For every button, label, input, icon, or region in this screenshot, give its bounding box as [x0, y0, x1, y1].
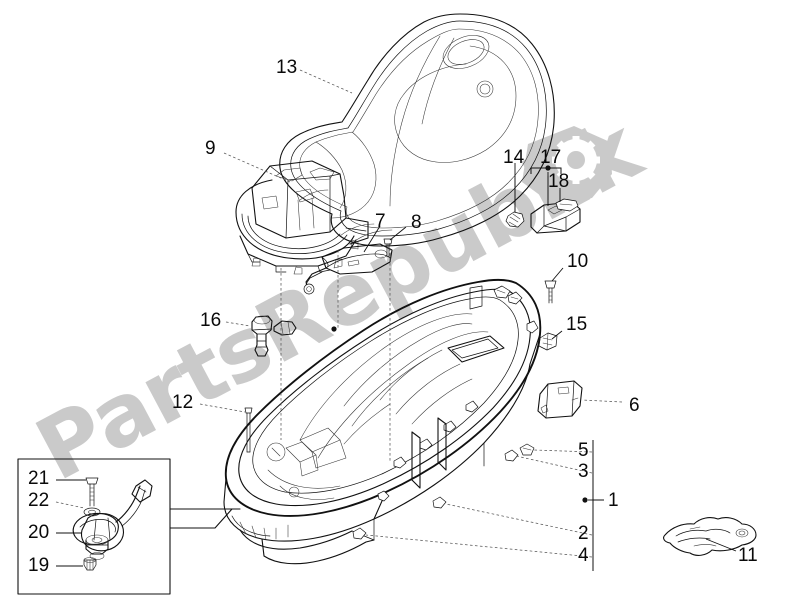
- part-access-cover: [537, 380, 583, 419]
- callout-13: 13: [276, 57, 298, 78]
- callout-9: 9: [205, 138, 216, 159]
- callout-5: 5: [578, 440, 589, 461]
- part-seal-gasket: [663, 517, 757, 556]
- part-retaining-clip: [538, 332, 558, 351]
- callout-12: 12: [172, 392, 194, 413]
- callout-4: 4: [578, 545, 589, 566]
- callout-1: 1: [608, 490, 619, 511]
- callout-7: 7: [375, 211, 386, 232]
- callout-6: 6: [629, 395, 640, 416]
- part-drain-valve: [251, 315, 297, 357]
- part-helmet-housing: [223, 278, 588, 565]
- part-long-screw: [244, 407, 253, 453]
- loose-fasteners: [352, 443, 535, 540]
- inset-callout-21: 21: [28, 468, 50, 489]
- callout-11: 11: [738, 545, 758, 566]
- callout-3: 3: [578, 461, 589, 482]
- part-bracket-screw: [383, 238, 393, 258]
- callout-14: 14: [503, 147, 525, 168]
- callout-8: 8: [411, 212, 422, 233]
- grouping-brackets: [530, 165, 604, 571]
- part-tail-light-assembly: [235, 160, 369, 275]
- callout-2: 2: [578, 523, 589, 544]
- part-saddle-seat: [279, 13, 555, 247]
- inset-callout-22: 22: [28, 490, 50, 511]
- inset-detail-box: [17, 458, 241, 595]
- part-seat-hinge-bracket: [303, 243, 393, 295]
- part-flanged-screw: [544, 280, 557, 304]
- callout-17: 17: [540, 147, 562, 168]
- part-bracket-support: [530, 175, 581, 234]
- inset-callout-19: 19: [28, 555, 50, 576]
- callout-10: 10: [567, 251, 589, 272]
- callout-16: 16: [200, 310, 222, 331]
- inset-callout-20: 20: [28, 522, 50, 543]
- callout-18: 18: [548, 171, 570, 192]
- callout-15: 15: [566, 314, 588, 335]
